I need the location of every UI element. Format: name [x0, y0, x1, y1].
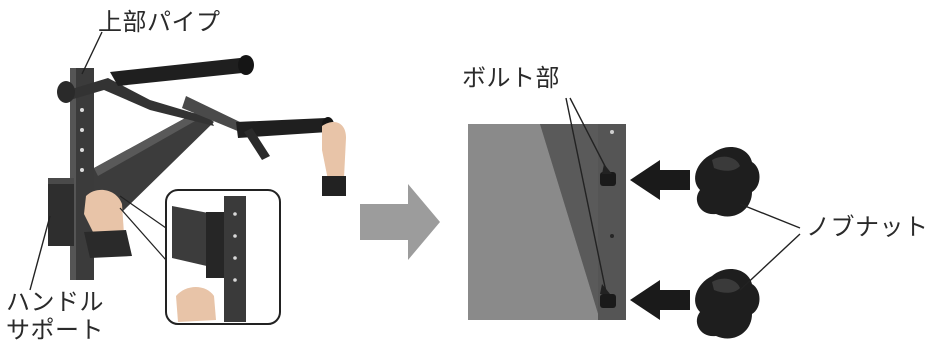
pullup-bar-illustration — [29, 31, 346, 291]
leader-upper-pipe — [81, 31, 103, 75]
handle-support — [48, 178, 74, 246]
push-arrow-icon — [630, 160, 690, 320]
hand-right — [322, 122, 346, 196]
handle-grip-lower — [236, 118, 328, 138]
right-arrow-icon — [360, 184, 440, 260]
knob-nut-lower — [695, 269, 760, 339]
knob-nut-upper — [695, 147, 760, 217]
label-upper-pipe: 上部パイプ — [98, 8, 221, 36]
label-knob-nut: ノブナット — [806, 213, 929, 241]
bolt-lower — [600, 294, 616, 308]
hand-left — [84, 189, 132, 258]
detail-inset — [165, 189, 281, 325]
label-handle-support-line2: サポート — [6, 316, 104, 344]
label-bolt-part: ボルト部 — [462, 64, 560, 92]
post-holes — [80, 108, 84, 172]
leader-bolt-upper — [569, 97, 609, 173]
handle-grip-upper — [110, 58, 252, 86]
bolt-upper — [600, 172, 616, 186]
leader-handle-support — [29, 215, 51, 291]
leader-knob-upper — [739, 203, 801, 229]
label-handle-support-line1: ハンドル — [6, 288, 104, 316]
leader-knob-lower — [739, 233, 801, 291]
closeup-illustration — [468, 97, 801, 339]
upper-pipe — [62, 78, 214, 126]
diagonal-panel — [94, 110, 214, 222]
leader-bolt-lower — [565, 97, 607, 293]
